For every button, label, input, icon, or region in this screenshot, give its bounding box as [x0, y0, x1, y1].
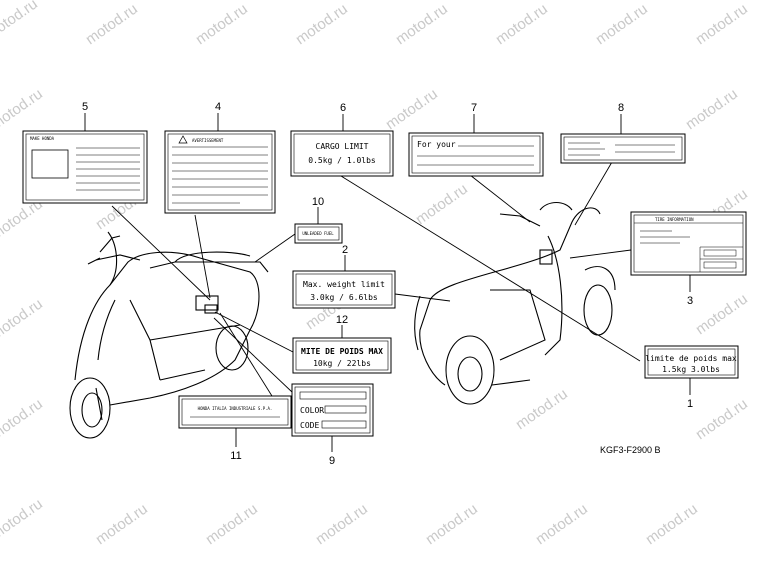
label-8: [560, 133, 686, 164]
max-weight-title: Max. weight limit: [303, 280, 385, 289]
callout-6: 6: [340, 102, 346, 114]
unleaded-text: UNLEADED FUEL: [302, 231, 334, 236]
callout-10: 10: [312, 196, 324, 208]
label-11-vin-plate: HONDA ITALIA INDUSTRIALE S.P.A.: [178, 395, 292, 429]
callout-numbers: 5 4 6 7 8 10 2 12 3 1 9 11: [82, 101, 693, 467]
watermark: motod.ru: [693, 0, 751, 48]
watermark: motod.ru: [693, 290, 751, 338]
label-4-warning: AVERTISSEMENT: [164, 130, 276, 214]
watermark: motod.ru: [293, 0, 351, 48]
vin-plate-text: HONDA ITALIA INDUSTRIALE S.P.A.: [198, 406, 273, 411]
diagram-code: KGF3-F2900 B: [600, 445, 661, 455]
code-field-label: CODE: [300, 421, 319, 430]
watermark: motod.ru: [0, 395, 46, 443]
cargo-limit-value: 0.5kg / 1.0lbs: [308, 156, 376, 165]
callout-8: 8: [618, 102, 624, 114]
callout-3: 3: [687, 295, 693, 307]
callout-2: 2: [342, 244, 348, 256]
poids-max-title: MITE DE POIDS MAX: [301, 347, 383, 356]
watermark: motod.ru: [593, 0, 651, 48]
watermark: motod.ru: [693, 395, 751, 443]
label-5-make-honda: MAKE HONDA: [22, 130, 148, 204]
label-1-limite-de-poids: limite de poids max 1.5kg 3.0lbs: [644, 345, 739, 379]
watermark: motod.ru: [0, 85, 46, 133]
watermark: motod.ru: [643, 500, 701, 548]
label-5-heading: MAKE HONDA: [30, 136, 55, 141]
watermark: motod.ru: [683, 85, 741, 133]
label-12-poids-max: MITE DE POIDS MAX 10kg / 22lbs: [292, 337, 392, 374]
watermark: motod.ru: [0, 495, 46, 543]
right-scooter: [414, 201, 616, 405]
label-6-cargo-limit: CARGO LIMIT 0.5kg / 1.0lbs: [290, 130, 394, 177]
watermark: motod.ru: [393, 0, 451, 48]
max-weight-value: 3.0kg / 6.6lbs: [310, 293, 378, 302]
watermark: motod.ru: [513, 385, 571, 433]
limite-value: 1.5kg 3.0lbs: [662, 365, 720, 374]
warning-triangle-icon: [178, 135, 188, 144]
cargo-limit-title: CARGO LIMIT: [316, 142, 369, 151]
for-your-text: For your: [417, 140, 456, 149]
label-9-color-code: COLOR CODE: [291, 383, 374, 437]
color-field-label: COLOR: [300, 406, 324, 415]
callout-9: 9: [329, 455, 335, 467]
watermark: motod.ru: [203, 500, 261, 548]
callout-11: 11: [230, 450, 241, 462]
watermark: motod.ru: [533, 500, 591, 548]
watermark: motod.ru: [493, 0, 551, 48]
label-2-max-weight: Max. weight limit 3.0kg / 6.6lbs: [292, 270, 396, 309]
poids-max-value: 10kg / 22lbs: [313, 359, 371, 368]
callout-7: 7: [471, 102, 477, 114]
limite-title: limite de poids max: [645, 354, 737, 363]
watermark: motod.ru: [0, 0, 41, 43]
callout-12: 12: [336, 314, 348, 326]
callout-5: 5: [82, 101, 88, 113]
watermark: motod.ru: [383, 85, 441, 133]
label-3-tire-information: TIRE INFORMATION: [630, 211, 747, 276]
leader-lines: [84, 113, 691, 452]
label-10-unleaded-fuel: UNLEADED FUEL: [294, 223, 343, 244]
watermark: motod.ru: [313, 500, 371, 548]
watermark: motod.ru: [423, 500, 481, 548]
watermark: motod.ru: [413, 180, 471, 228]
callout-1: 1: [687, 398, 693, 410]
callout-4: 4: [215, 101, 221, 113]
watermark: motod.ru: [93, 500, 151, 548]
watermark: motod.ru: [0, 295, 46, 343]
watermark: motod.ru: [193, 0, 251, 48]
watermark: motod.ru: [83, 0, 141, 48]
tire-heading: TIRE INFORMATION: [655, 217, 694, 222]
label-4-heading: AVERTISSEMENT: [192, 138, 224, 143]
left-scooter: [69, 231, 269, 439]
label-7-for-your: For your: [408, 132, 544, 177]
